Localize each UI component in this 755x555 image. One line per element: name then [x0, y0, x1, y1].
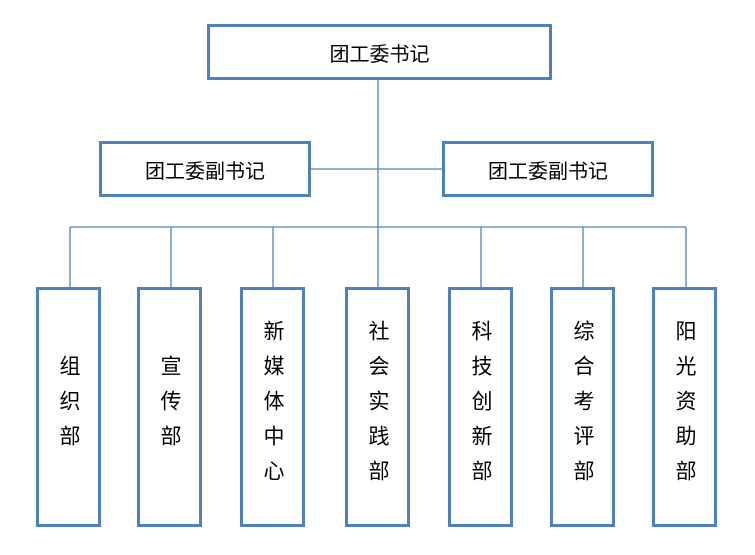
deputy-node-label: 团工委副书记	[488, 158, 608, 183]
department-node-3: 新媒体中心	[240, 287, 305, 527]
department-label: 科技创新部	[469, 319, 493, 495]
department-label: 阳光资助部	[673, 319, 697, 495]
department-label: 综合考评部	[571, 319, 595, 495]
department-label: 社会实践部	[366, 319, 390, 495]
department-node-7: 阳光资助部	[652, 287, 717, 527]
department-node-1: 组织部	[36, 287, 101, 527]
department-label: 新媒体中心	[261, 319, 285, 495]
department-node-2: 宣传部	[137, 287, 202, 527]
deputy-node-label: 团工委副书记	[145, 158, 265, 183]
department-node-4: 社会实践部	[345, 287, 410, 527]
top-node-label: 团工委书记	[329, 41, 430, 66]
top-node-secretary: 团工委书记	[207, 24, 552, 80]
deputy-node-left: 团工委副书记	[99, 141, 311, 197]
department-node-6: 综合考评部	[550, 287, 615, 527]
department-node-5: 科技创新部	[448, 287, 513, 527]
deputy-node-right: 团工委副书记	[442, 141, 654, 197]
department-label: 组织部	[57, 354, 81, 460]
department-label: 宣传部	[158, 354, 182, 460]
